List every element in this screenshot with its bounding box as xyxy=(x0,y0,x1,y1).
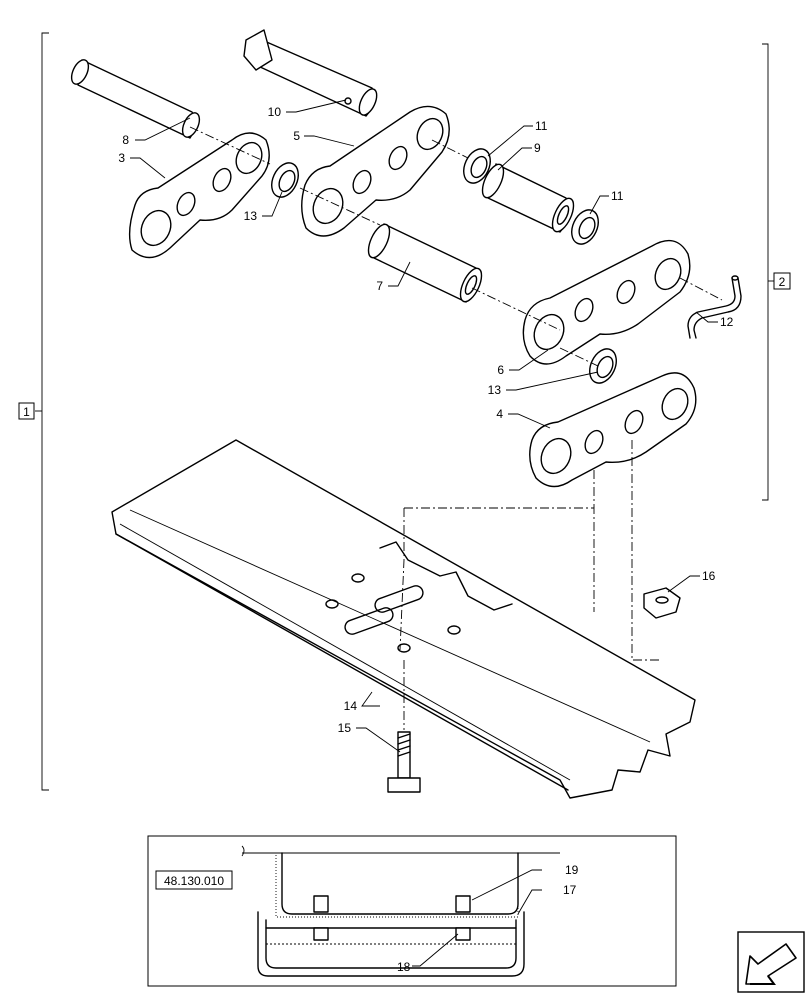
callout-11-upper: 11 xyxy=(535,119,548,133)
seal-part-13-upper xyxy=(271,162,299,198)
callout-11-lower: 11 xyxy=(611,189,624,203)
bracket-left: 1 xyxy=(18,32,49,791)
callout-4: 4 xyxy=(496,407,503,421)
bracket-right: 2 xyxy=(762,43,791,501)
callout-10: 10 xyxy=(268,105,282,119)
callout-18: 18 xyxy=(397,960,411,974)
track-shoe-part-14 xyxy=(111,439,696,799)
seal-part-11-upper xyxy=(463,148,491,184)
callout-3: 3 xyxy=(118,151,125,165)
callout-13-upper: 13 xyxy=(244,209,258,223)
track-link-part-3 xyxy=(128,132,270,259)
back-arrow-icon[interactable] xyxy=(737,931,805,993)
bushing-part-9 xyxy=(481,163,575,233)
callout-13-lower: 13 xyxy=(488,383,502,397)
seal-part-11-lower xyxy=(571,209,599,245)
bolt-part-15 xyxy=(387,731,421,793)
detail-inset: 48.130.010 19 17 18 xyxy=(147,835,677,987)
callout-1: 1 xyxy=(23,405,30,419)
track-link-part-5 xyxy=(301,105,450,237)
callout-labels: 8 3 10 5 13 11 9 11 7 12 6 13 4 16 14 15 xyxy=(118,105,733,735)
callout-19: 19 xyxy=(565,863,579,877)
track-link-part-4 xyxy=(529,372,697,488)
seal-part-13-lower xyxy=(589,348,617,384)
callout-8: 8 xyxy=(122,133,129,147)
reference-label: 48.130.010 xyxy=(164,874,224,888)
callout-5: 5 xyxy=(293,129,300,143)
callout-16: 16 xyxy=(702,569,716,583)
callout-2: 2 xyxy=(779,275,786,289)
leader-lines xyxy=(130,99,718,753)
callout-6: 6 xyxy=(497,363,504,377)
center-lines xyxy=(189,126,723,730)
callout-9: 9 xyxy=(534,141,541,155)
nut-part-16 xyxy=(643,587,681,619)
callout-12: 12 xyxy=(720,315,734,329)
callout-15: 15 xyxy=(338,721,352,735)
callout-7: 7 xyxy=(376,279,383,293)
bent-pin-part-12 xyxy=(687,275,742,339)
callout-14: 14 xyxy=(344,699,358,713)
callout-17: 17 xyxy=(563,883,577,897)
headed-pin-part-10 xyxy=(243,29,378,117)
track-link-part-6 xyxy=(522,239,691,365)
pin-part-8 xyxy=(70,59,201,139)
bushing-part-7 xyxy=(367,223,483,303)
